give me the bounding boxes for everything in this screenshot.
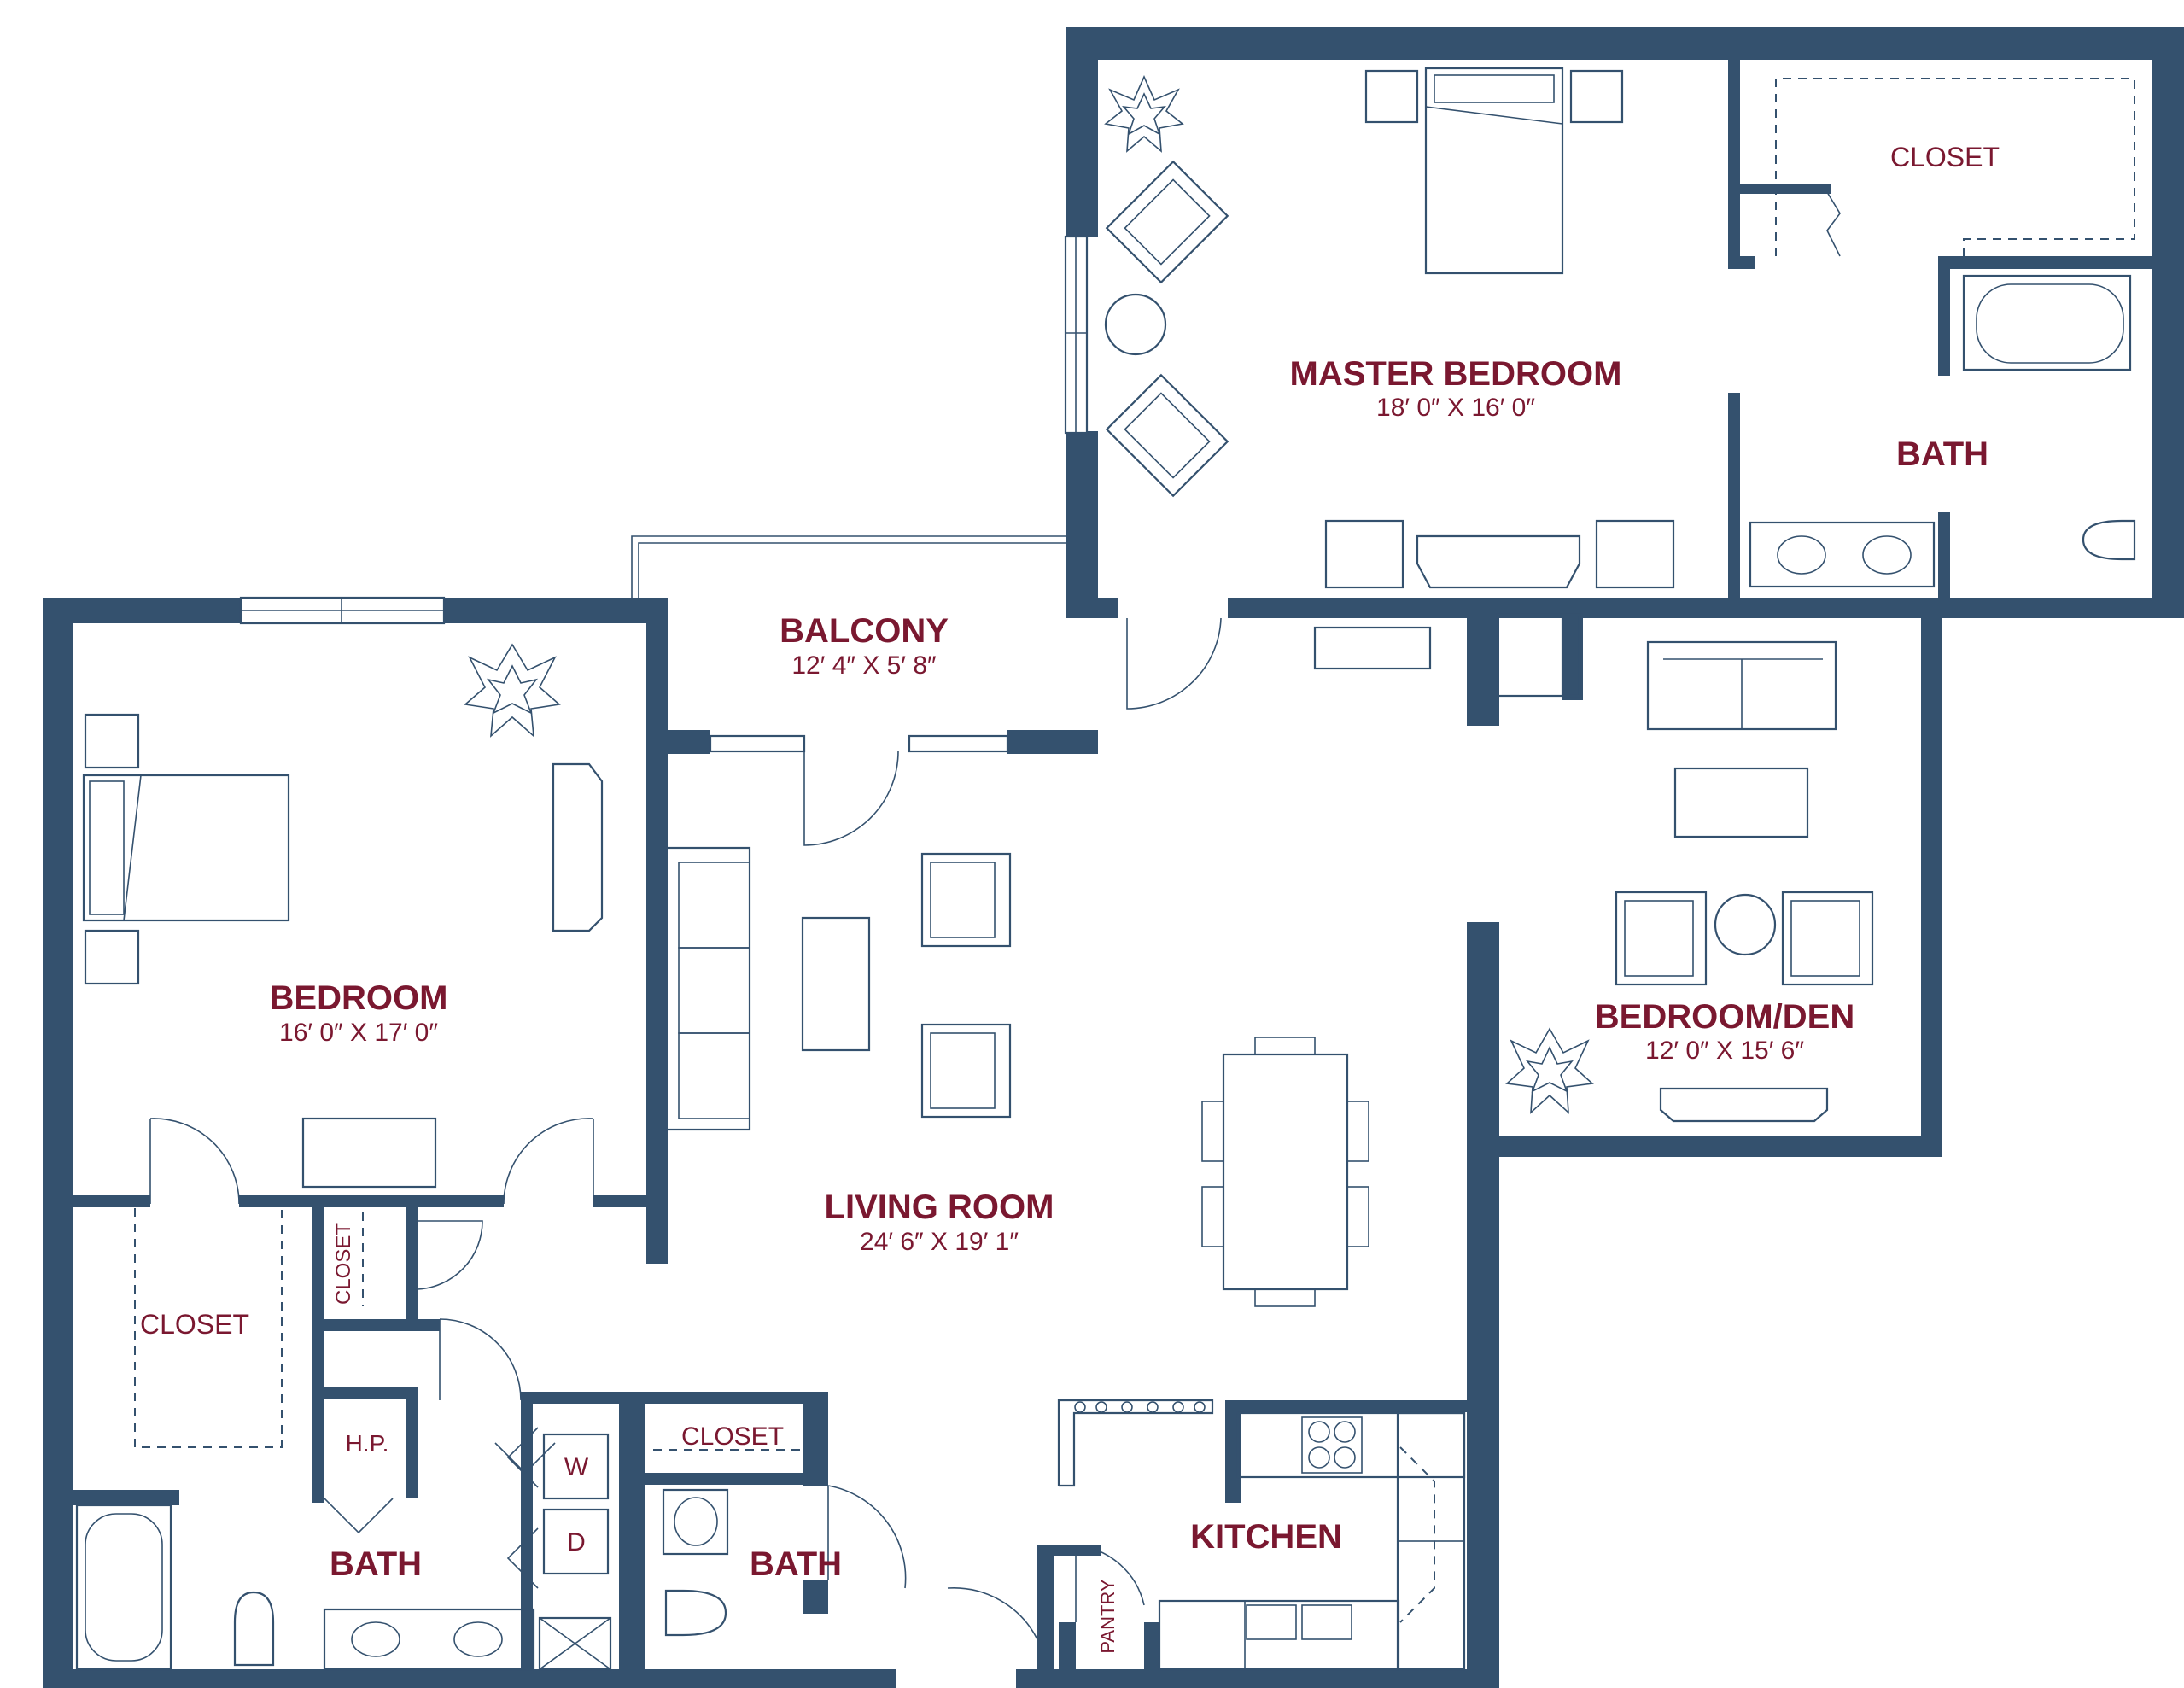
washer <box>542 1433 610 1500</box>
bedroom-furniture <box>82 643 604 1189</box>
doors <box>149 191 1841 1640</box>
middle-bath-fixtures <box>662 1488 729 1637</box>
closet-rods <box>134 78 2135 1623</box>
linen-closet-label: CLOSET <box>332 1223 355 1305</box>
bed <box>82 774 290 922</box>
balcony-size: 12′ 4″ X 5′ 8″ <box>791 651 937 680</box>
bath-left-label: BATH <box>330 1545 422 1583</box>
plant-icon <box>1505 1027 1594 1114</box>
kitchen-fixtures <box>1057 1399 1466 1671</box>
master-bedroom-furniture <box>1104 67 1675 589</box>
master-closet-label: CLOSET <box>1890 142 2000 172</box>
living-room-label: LIVING ROOM <box>825 1189 1054 1226</box>
dining-table <box>1222 1053 1349 1291</box>
living-room-furniture <box>663 613 1583 1307</box>
plant-icon <box>1104 75 1184 153</box>
master-bedroom-size: 18′ 0″ X 16′ 0″ <box>1376 394 1535 422</box>
dryer <box>542 1508 610 1575</box>
master-bedroom-label: MASTER BEDROOM <box>1290 355 1622 393</box>
pantry-label: PANTRY <box>1097 1579 1118 1654</box>
bedroom-den-label: BEDROOM/DEN <box>1595 998 1854 1036</box>
bedroom-size: 16′ 0″ X 17′ 0″ <box>279 1019 438 1047</box>
hp-label: H.P. <box>346 1430 389 1457</box>
master-bath-label: BATH <box>1896 435 1988 473</box>
room-labels: MASTER BEDROOM 18′ 0″ X 16′ 0″ CLOSET BA… <box>140 142 2000 1654</box>
bath-middle-label: BATH <box>750 1545 842 1583</box>
washer-label: W <box>564 1453 589 1481</box>
plant-icon <box>464 643 561 738</box>
balcony-label: BALCONY <box>780 612 949 650</box>
kitchen-label: KITCHEN <box>1190 1518 1342 1556</box>
hall-closet-label: CLOSET <box>681 1422 784 1451</box>
master-bed <box>1424 67 1564 275</box>
left-bath-fixtures <box>75 1427 612 1671</box>
windows <box>239 235 1089 753</box>
walls <box>43 27 2184 1688</box>
den-furniture <box>1505 640 1874 1123</box>
bedroom-label: BEDROOM <box>270 979 448 1017</box>
bedroom-closet-label: CLOSET <box>140 1309 249 1340</box>
master-bath-fixtures <box>1749 274 2136 588</box>
dryer-label: D <box>567 1528 586 1557</box>
bedroom-den-size: 12′ 0″ X 15′ 6″ <box>1645 1037 1804 1065</box>
living-room-size: 24′ 6″ X 19′ 1″ <box>860 1228 1019 1256</box>
